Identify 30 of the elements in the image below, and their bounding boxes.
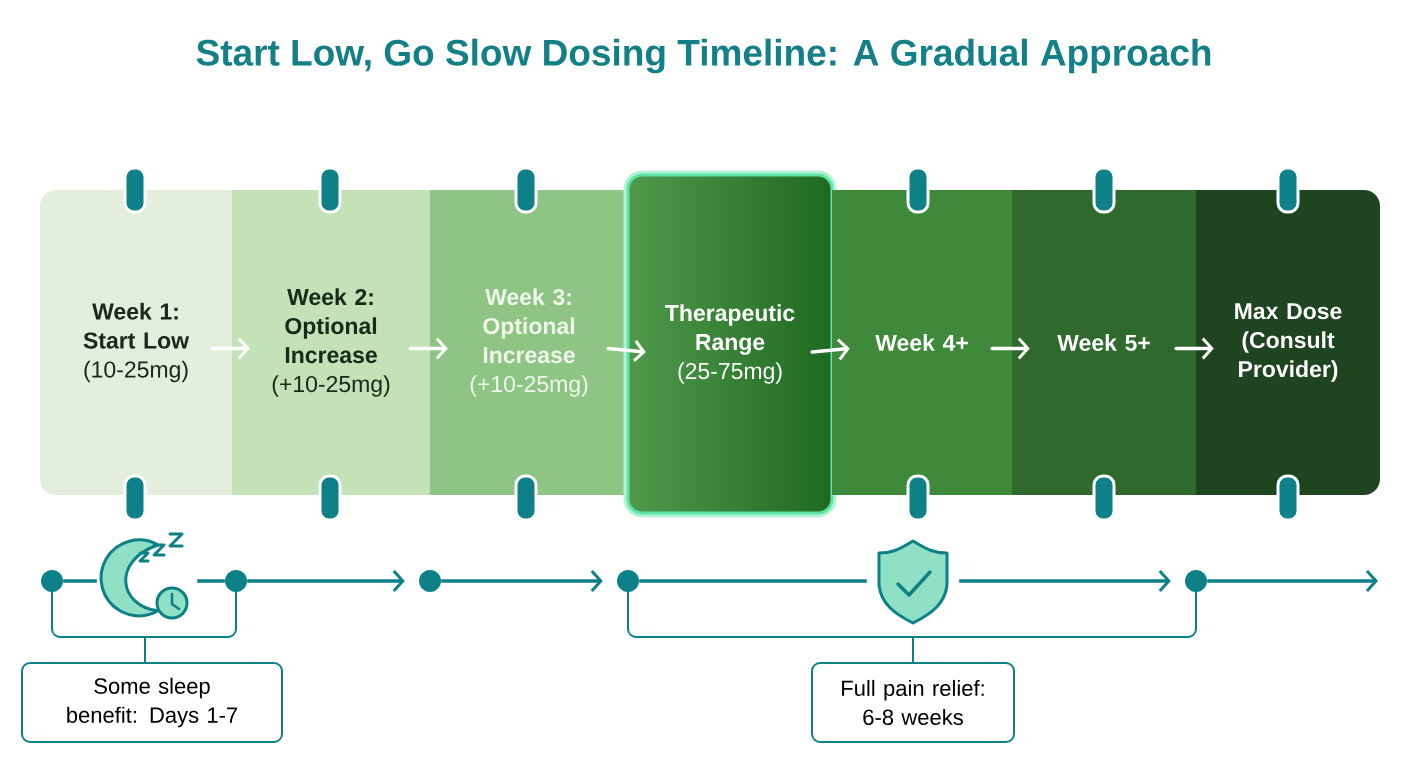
- timeline-segment: Week 1: Start Low (10-25mg): [40, 190, 232, 495]
- arrow: [959, 570, 1171, 592]
- moon-icon: [99, 532, 189, 620]
- timeline-dot: [617, 570, 639, 592]
- arrow: [1174, 337, 1214, 360]
- arrow: [408, 337, 448, 360]
- arrow: [441, 570, 603, 592]
- connector-line: [197, 579, 225, 583]
- timeline-dot: [41, 570, 63, 592]
- arrow: [990, 337, 1030, 360]
- callout-box: Full pain relief: 6-8 weeks: [811, 662, 1015, 743]
- timeline-segment: Max Dose (Consult Provider): [1196, 190, 1380, 495]
- connector-line: [639, 579, 867, 583]
- diagram-title: Start Low, Go Slow Dosing Timeline: A Gradual Approach: [196, 38, 1211, 74]
- connector-line: [63, 579, 97, 583]
- timeline-segment: Therapeutic Range (25-75mg): [623, 170, 837, 518]
- shield-icon: [877, 539, 949, 625]
- arrow: [210, 337, 250, 360]
- timeline-segment: Week 4+: [832, 190, 1012, 495]
- arrow: [1207, 570, 1378, 592]
- timeline-dot: [419, 570, 441, 592]
- timeline-dot: [1185, 570, 1207, 592]
- timeline-dot: [225, 570, 247, 592]
- callout-box: Some sleep benefit: Days 1-7: [21, 662, 283, 743]
- arrow: [810, 338, 850, 361]
- arrow: [606, 340, 646, 363]
- timeline-segment: Week 5+: [1012, 190, 1196, 495]
- timeline-segment: Week 3: Optional Increase (+10-25mg): [430, 190, 628, 495]
- timeline-segment: Week 2: Optional Increase (+10-25mg): [232, 190, 430, 495]
- arrow: [247, 570, 405, 592]
